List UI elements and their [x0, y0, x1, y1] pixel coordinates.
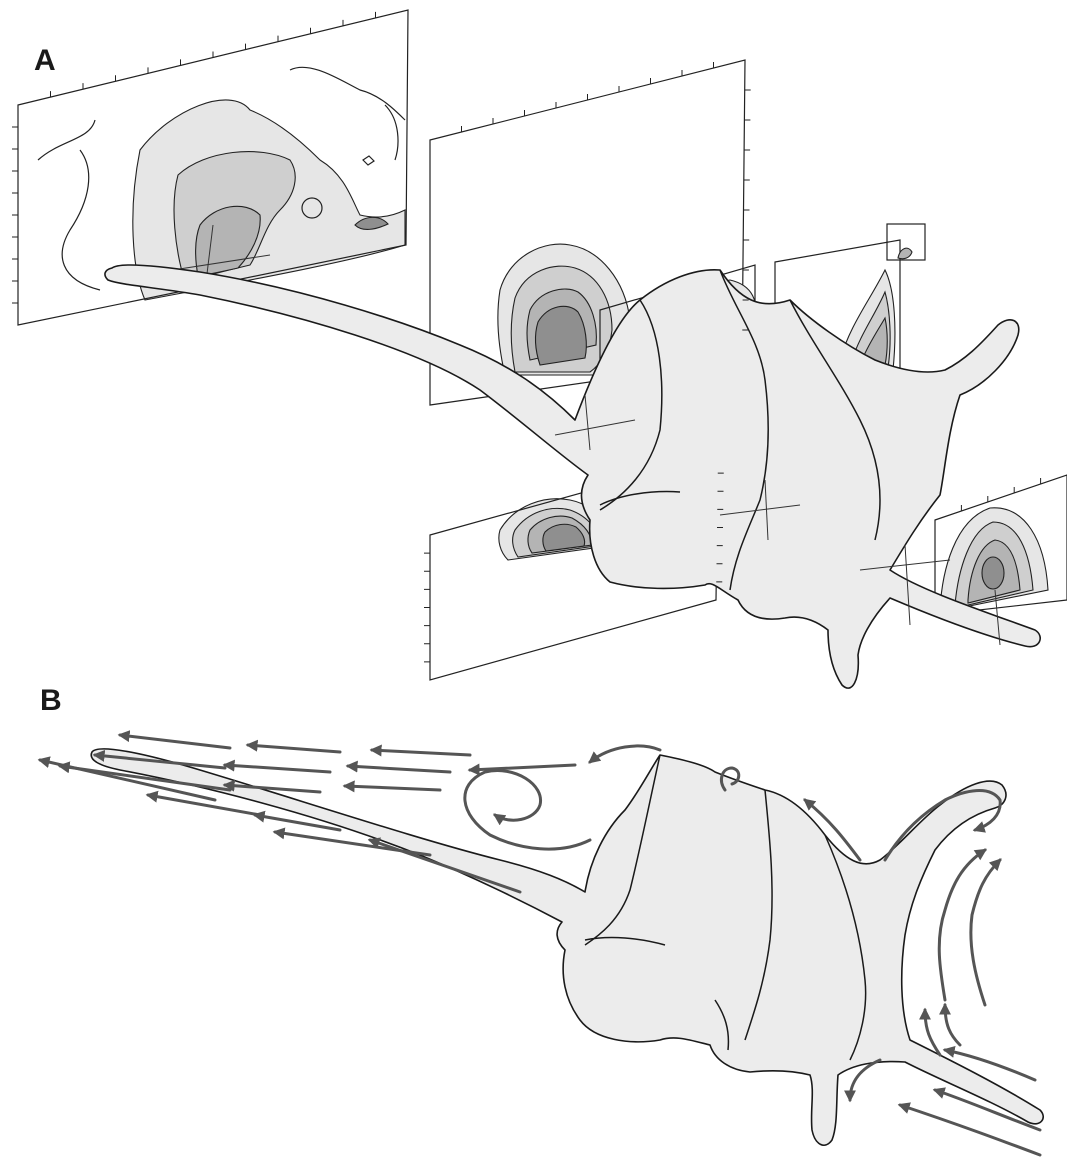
section-plane-6 — [935, 475, 1067, 615]
contour-line — [385, 105, 398, 160]
flow-arrow — [945, 1005, 960, 1045]
contour-line — [38, 120, 95, 160]
flow-arrow — [348, 766, 450, 772]
flow-arrow — [225, 765, 330, 772]
flow-arrow — [120, 735, 230, 748]
cell-body-b — [91, 749, 1043, 1145]
panel-a: A — [18, 10, 1067, 688]
flow-arrow — [590, 746, 660, 762]
flow-arrow — [470, 765, 575, 770]
flow-arrow — [345, 786, 440, 790]
contour-line — [363, 156, 374, 165]
flow-arrow — [372, 750, 470, 755]
panel-b: B — [40, 684, 1043, 1155]
panel-a-label: A — [34, 44, 56, 77]
panel-b-label: B — [40, 684, 62, 717]
contour-line — [290, 67, 405, 120]
flow-arrow — [971, 860, 1000, 1005]
flow-spiral — [465, 771, 590, 849]
contour-line — [62, 150, 100, 290]
contour-level-4 — [982, 557, 1004, 589]
contour-level-4 — [536, 306, 587, 365]
flow-arrow — [248, 745, 340, 752]
neuron-body — [91, 749, 1043, 1145]
